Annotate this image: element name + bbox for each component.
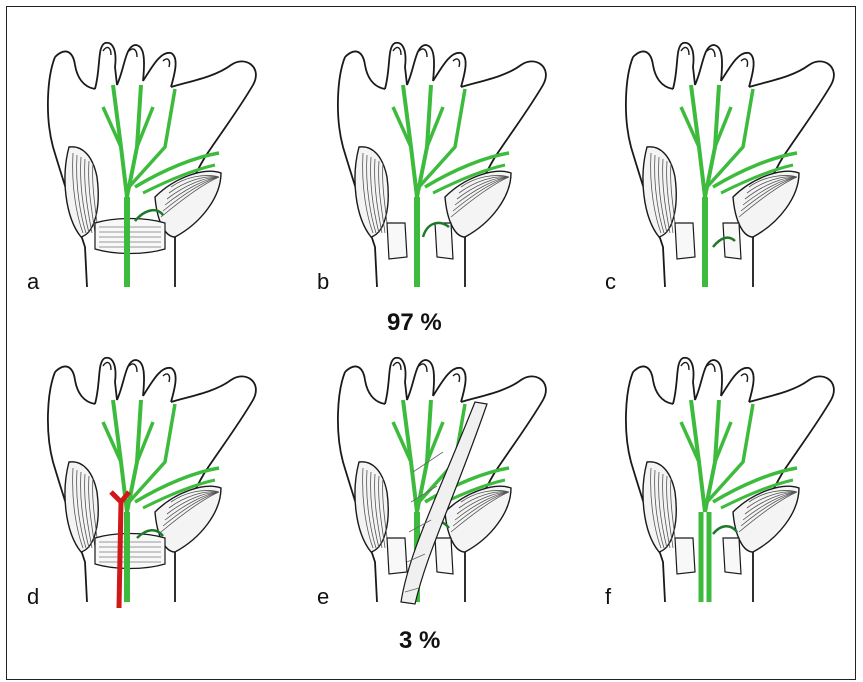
panel-f: f	[603, 352, 853, 652]
percentage-bottom: 3 %	[399, 627, 440, 655]
panel-label-c: c	[605, 269, 616, 295]
percentage-top: 97 %	[387, 309, 442, 337]
cut-ligament-left	[387, 223, 407, 259]
hand-illustration-e	[315, 352, 565, 622]
cut-ligament-right	[723, 538, 741, 574]
panel-label-d: d	[27, 584, 39, 610]
cut-ligament-right	[435, 538, 453, 574]
cut-ligament-right	[723, 223, 741, 259]
panel-e: e	[315, 352, 565, 652]
hand-illustration-c	[603, 37, 853, 307]
hand-illustration-b	[315, 37, 565, 307]
panel-label-f: f	[605, 584, 611, 610]
cut-ligament-left	[675, 538, 695, 574]
figure-frame: a b c 97 % d e f 3 %	[6, 6, 856, 680]
cut-ligament-left	[675, 223, 695, 259]
panel-label-e: e	[317, 584, 329, 610]
cut-ligament-left	[387, 538, 407, 574]
recurrent-motor-branch	[713, 526, 737, 534]
cut-ligament-right	[435, 223, 453, 259]
hand-illustration-f	[603, 352, 853, 622]
panel-a: a	[25, 37, 275, 337]
hand-illustration-d	[25, 352, 275, 622]
panel-label-a: a	[27, 269, 39, 295]
panel-d: d	[25, 352, 275, 652]
hand-illustration-a	[25, 37, 275, 307]
panel-label-b: b	[317, 269, 329, 295]
panel-c: c	[603, 37, 853, 337]
panel-b: b	[315, 37, 565, 337]
